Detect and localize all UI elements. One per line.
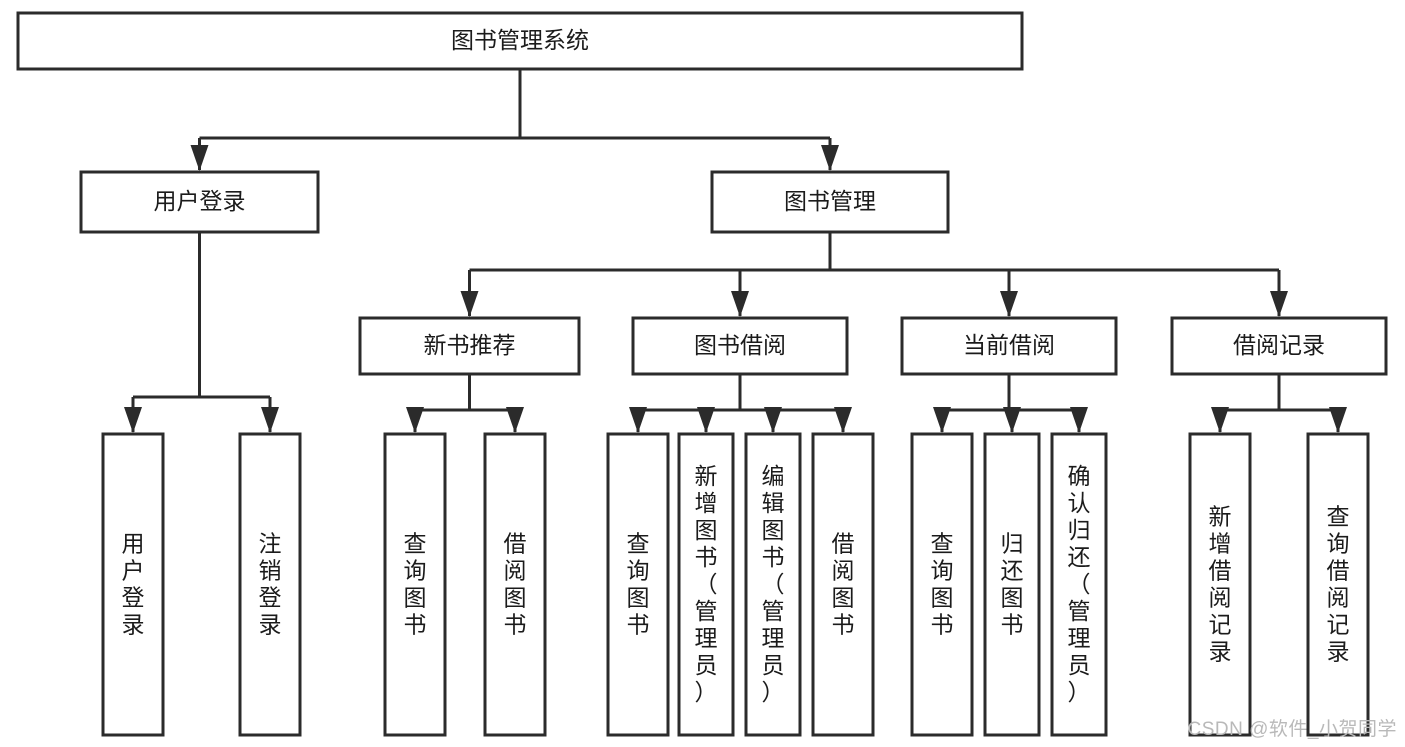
node-leaf-return-book[interactable]: 归还图书: [983, 432, 1041, 737]
node-leaf-borrow-book-2[interactable]: 借阅图书: [811, 432, 875, 737]
node-label: 查询借阅记录: [1327, 504, 1350, 665]
arrow-head-icon: [1003, 407, 1021, 433]
node-label: 归还图书: [1001, 531, 1024, 638]
node-root[interactable]: 图书管理系统: [16, 11, 1024, 71]
node-label: 用户登录: [122, 531, 145, 638]
node-rect: [631, 316, 849, 376]
node-rect: [383, 432, 447, 737]
arrow-head-icon: [1329, 407, 1347, 433]
node-book-manage[interactable]: 图书管理: [710, 170, 950, 234]
node-leaf-logout[interactable]: 注销登录: [238, 432, 302, 737]
node-leaf-query-book-3[interactable]: 查询图书: [910, 432, 974, 737]
arrow-head-icon: [834, 407, 852, 433]
arrow-head-icon: [764, 407, 782, 433]
node-rect: [983, 432, 1041, 737]
arrow-head-icon: [190, 145, 209, 171]
node-book-borrow[interactable]: 图书借阅: [631, 316, 849, 376]
arrow-head-icon: [1070, 407, 1088, 433]
arrow-head-icon: [821, 145, 839, 171]
node-leaf-edit-book[interactable]: 编辑图书（管理员）: [744, 432, 802, 737]
node-rect: [238, 432, 302, 737]
node-label: 新增借阅记录: [1209, 504, 1232, 665]
node-label: 借阅图书: [832, 531, 855, 638]
node-rect: [101, 432, 165, 737]
node-label: 新书推荐: [424, 332, 516, 358]
node-leaf-add-book[interactable]: 新增图书（管理员）: [677, 432, 735, 737]
node-leaf-borrow-book-1[interactable]: 借阅图书: [483, 432, 547, 737]
arrow-head-icon: [1211, 407, 1229, 433]
node-rect: [1170, 316, 1388, 376]
node-rect: [358, 316, 581, 376]
node-rect: [606, 432, 670, 737]
node-label: 新增图书（管理员）: [695, 463, 718, 705]
node-leaf-query-book-1[interactable]: 查询图书: [383, 432, 447, 737]
node-rect: [710, 170, 950, 234]
node-borrow-record[interactable]: 借阅记录: [1170, 316, 1388, 376]
node-rect: [79, 170, 320, 234]
node-leaf-user-login[interactable]: 用户登录: [101, 432, 165, 737]
node-label: 编辑图书（管理员）: [762, 463, 785, 705]
node-label: 当前借阅: [963, 332, 1055, 358]
arrow-head-icon: [933, 407, 951, 433]
arrow-head-icon: [1270, 291, 1288, 317]
node-label: 查询图书: [627, 531, 650, 638]
arrow-head-icon: [506, 407, 524, 433]
arrow-head-icon: [261, 407, 279, 433]
node-rect: [1306, 432, 1370, 737]
node-rect: [677, 432, 735, 737]
arrow-head-icon: [629, 407, 647, 433]
node-rect: [910, 432, 974, 737]
node-label: 图书管理系统: [451, 27, 589, 53]
arrow-head-icon: [124, 407, 142, 433]
node-label: 确认归还（管理员）: [1068, 463, 1091, 705]
node-rect: [1050, 432, 1108, 737]
connector-edges: [124, 69, 1347, 433]
node-label: 图书借阅: [694, 332, 786, 358]
node-label: 查询图书: [404, 531, 427, 638]
node-label: 借阅图书: [504, 531, 527, 638]
node-user-login[interactable]: 用户登录: [79, 170, 320, 234]
node-rect: [16, 11, 1024, 71]
node-leaf-query-book-2[interactable]: 查询图书: [606, 432, 670, 737]
node-label: 借阅记录: [1233, 332, 1325, 358]
node-label: 注销登录: [259, 531, 282, 638]
arrow-head-icon: [731, 291, 749, 317]
node-boxes: 图书管理系统用户登录图书管理新书推荐图书借阅当前借阅借阅记录用户登录注销登录查询…: [16, 11, 1388, 737]
arrow-head-icon: [697, 407, 715, 433]
node-leaf-confirm-return[interactable]: 确认归还（管理员）: [1050, 432, 1108, 737]
node-rect: [483, 432, 547, 737]
node-rect: [1188, 432, 1252, 737]
node-label: 查询图书: [931, 531, 954, 638]
node-leaf-query-record[interactable]: 查询借阅记录: [1306, 432, 1370, 737]
node-rect: [900, 316, 1118, 376]
node-current-borrow[interactable]: 当前借阅: [900, 316, 1118, 376]
node-label: 用户登录: [154, 188, 246, 214]
arrow-head-icon: [406, 407, 424, 433]
node-label: 图书管理: [784, 188, 876, 214]
node-rect: [744, 432, 802, 737]
node-leaf-add-record[interactable]: 新增借阅记录: [1188, 432, 1252, 737]
arrow-head-icon: [1000, 291, 1018, 317]
arrow-head-icon: [460, 291, 479, 317]
node-new-book-rec[interactable]: 新书推荐: [358, 316, 581, 376]
node-rect: [811, 432, 875, 737]
